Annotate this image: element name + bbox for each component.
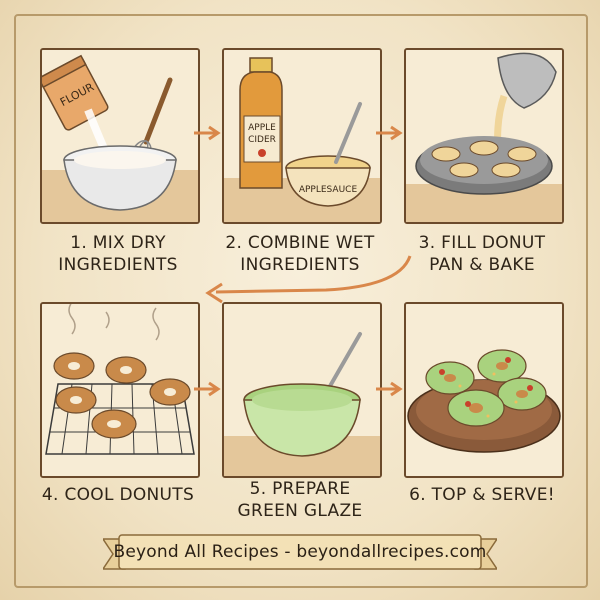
- glaze-bowl-icon: [224, 304, 380, 476]
- step-4-caption-line1: 4. COOL DONUTS: [41, 485, 195, 505]
- donut-plate-icon: [406, 304, 562, 476]
- donut-pan-icon: [406, 50, 562, 222]
- step-5-caption-line2: GREEN GLAZE: [237, 501, 363, 521]
- arrow-return-icon: [205, 255, 412, 304]
- cider-label: CIDER: [248, 135, 276, 145]
- step-3-illustration: [404, 48, 564, 224]
- step-1-caption-line2: INGREDIENTS: [58, 255, 178, 275]
- arrow-right-icon: [376, 381, 403, 397]
- step-1-caption: 1. MIX DRY INGREDIENTS: [18, 232, 218, 276]
- step-3-caption-line1: 3. FILL DONUT: [418, 233, 546, 253]
- ribbon-icon: [103, 534, 497, 570]
- step-3-caption-line2: PAN & BAKE: [429, 255, 535, 275]
- step-2-caption-line2: INGREDIENTS: [240, 255, 360, 275]
- cider-jug-icon: APPLE CIDER APPLESAUCE: [224, 50, 380, 222]
- step-6-caption: 6. TOP & SERVE!: [382, 484, 582, 506]
- arrow-right-icon: [194, 381, 221, 397]
- arrow-right-icon: [194, 125, 221, 141]
- arrow-right-icon: [376, 125, 403, 141]
- step-1-illustration: FLOUR: [40, 48, 200, 224]
- step-6-caption-line1: 6. TOP & SERVE!: [409, 485, 555, 505]
- step-2-caption: 2. COMBINE WET INGREDIENTS: [200, 232, 400, 276]
- apple-label: APPLE: [248, 123, 276, 133]
- step-1-caption-line1: 1. MIX DRY: [70, 233, 166, 253]
- mixing-bowl-icon: FLOUR: [42, 50, 198, 222]
- footer-banner: Beyond All Recipes - beyondallrecipes.co…: [103, 533, 497, 573]
- step-5-caption-line1: 5. PREPARE: [249, 479, 351, 499]
- cooling-rack-icon: [42, 304, 198, 476]
- step-4-illustration: [40, 302, 200, 478]
- step-2-illustration: APPLE CIDER APPLESAUCE: [222, 48, 382, 224]
- step-4-caption: 4. COOL DONUTS: [18, 484, 218, 506]
- step-3-caption: 3. FILL DONUT PAN & BAKE: [382, 232, 582, 276]
- poster-border: [14, 14, 588, 588]
- step-5-illustration: [222, 302, 382, 478]
- applesauce-label: APPLESAUCE: [299, 185, 358, 195]
- step-5-caption: 5. PREPARE GREEN GLAZE: [200, 478, 400, 522]
- step-2-caption-line1: 2. COMBINE WET: [225, 233, 375, 253]
- step-6-illustration: [404, 302, 564, 478]
- footer-credit: Beyond All Recipes - beyondallrecipes.co…: [113, 542, 487, 562]
